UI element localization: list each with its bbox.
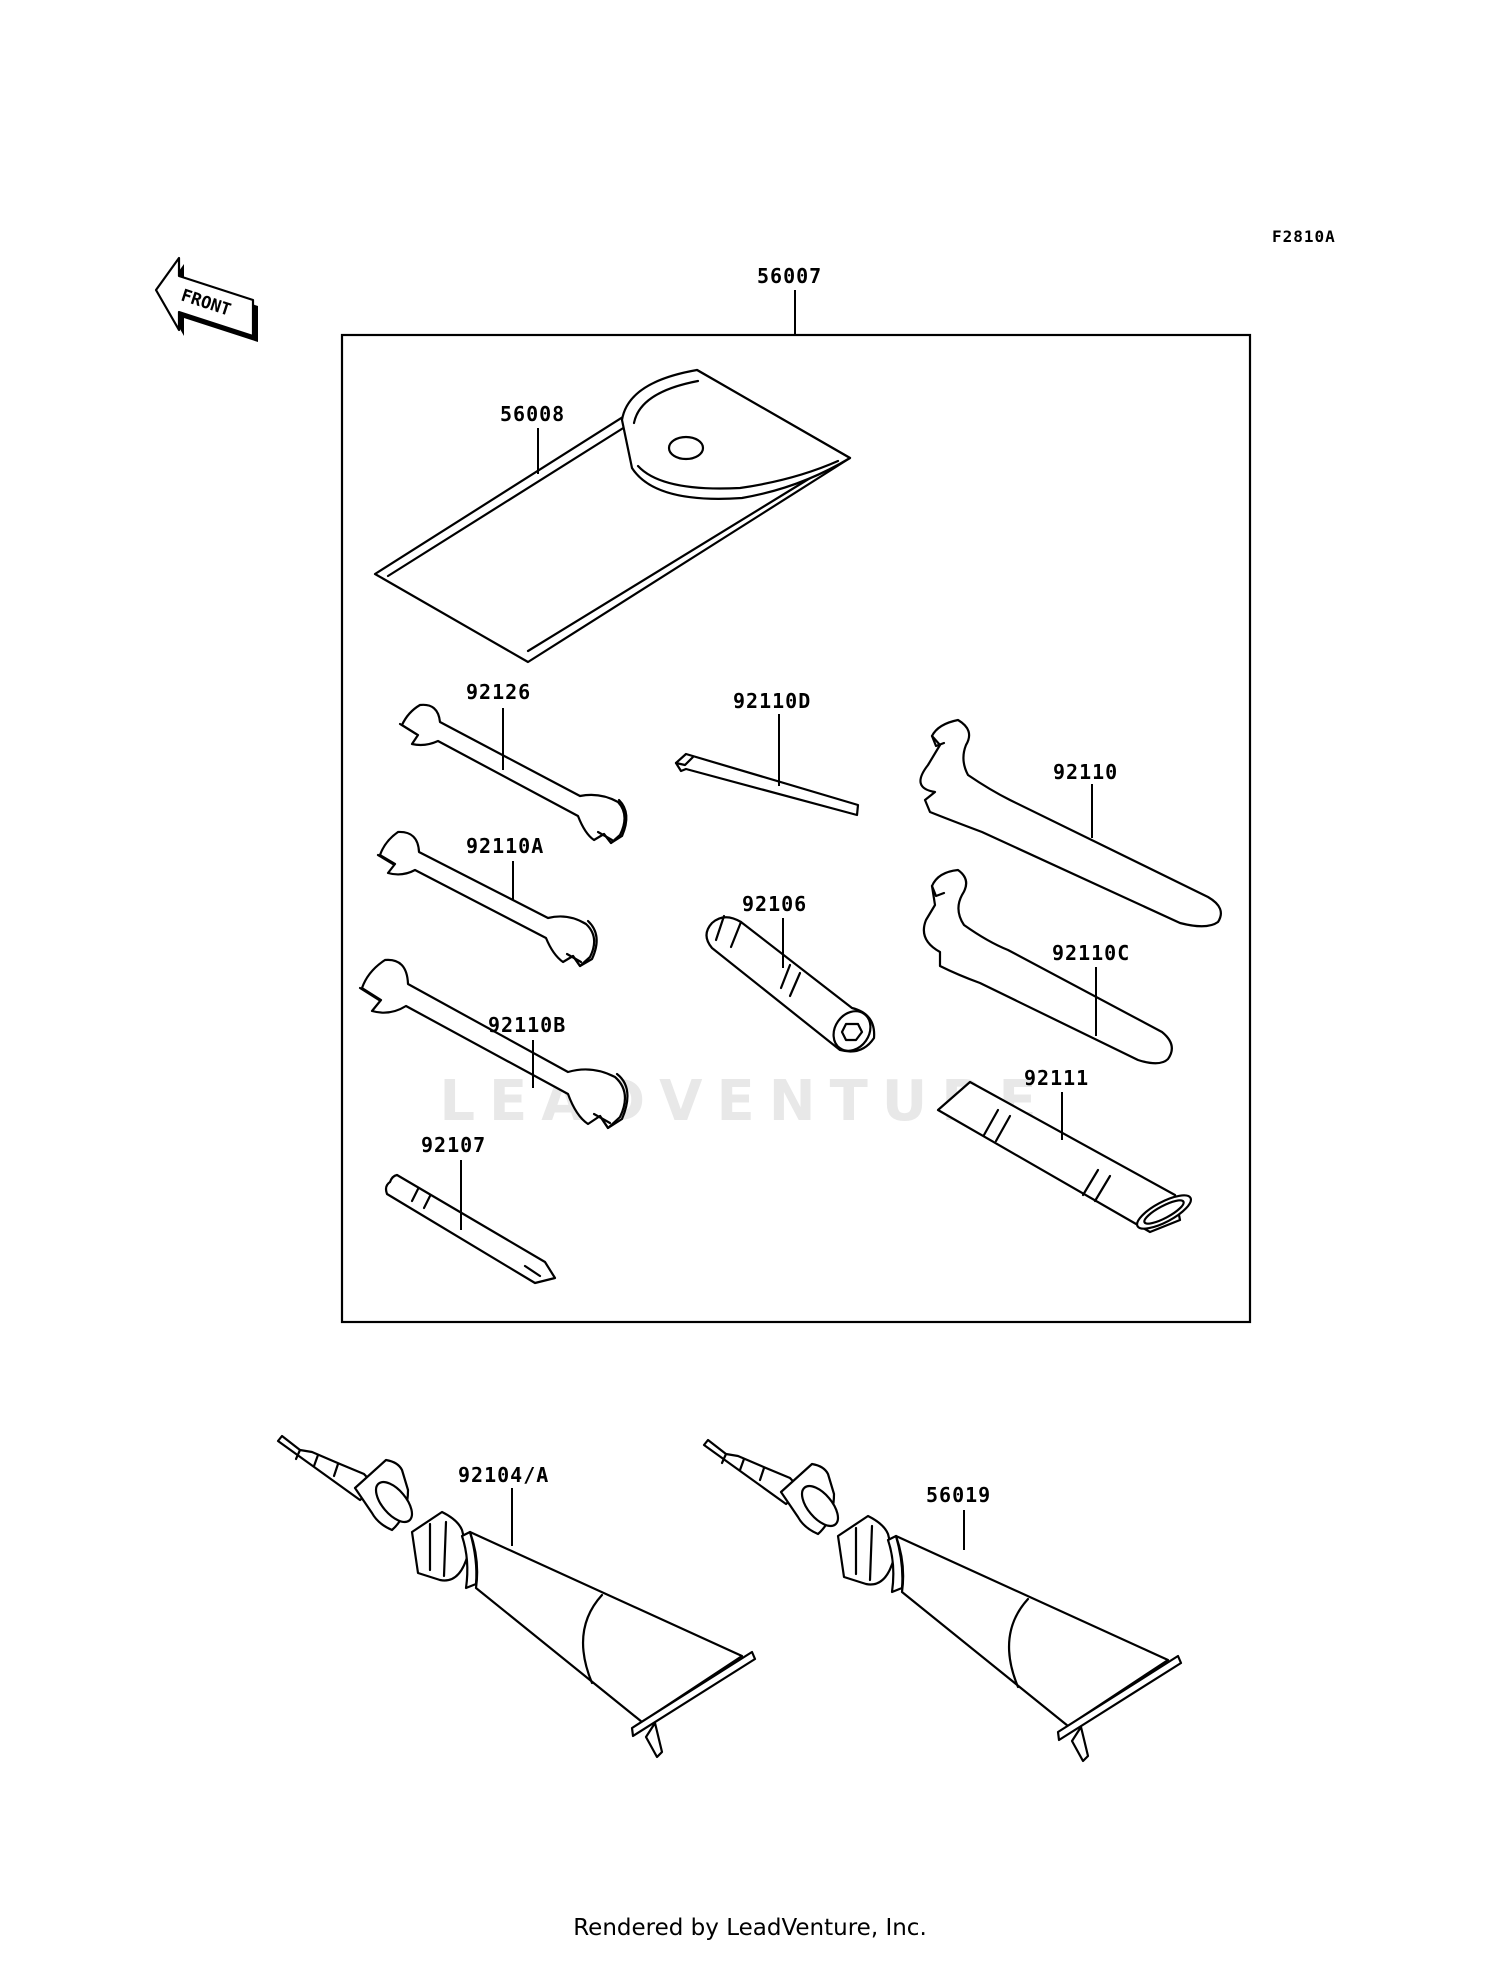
wrench-92110a <box>376 830 598 968</box>
tool-pouch <box>373 368 852 664</box>
figure-code: F2810A <box>1272 227 1336 246</box>
part-label-92110: 92110 <box>1053 760 1118 784</box>
wrench-92126 <box>398 703 628 845</box>
grease-tube-right <box>702 1438 1183 1763</box>
part-label-92110c: 92110C <box>1052 941 1130 965</box>
part-label-92104a: 92104/A <box>458 1463 549 1487</box>
socket-tool <box>705 914 876 1053</box>
watermark-text: LEADVENTURE <box>439 1069 1050 1134</box>
wrench-92110b <box>358 958 629 1130</box>
footer-credit: Rendered by LeadVenture, Inc. <box>573 1915 927 1941</box>
part-label-92126: 92126 <box>466 680 531 704</box>
part-label-56019: 56019 <box>926 1483 991 1507</box>
part-label-56008: 56008 <box>500 402 565 426</box>
part-label-92110d: 92110D <box>733 689 811 713</box>
grease-tube-left <box>276 1434 757 1759</box>
hex-key <box>674 752 860 817</box>
part-label-56007: 56007 <box>757 264 822 288</box>
front-arrow-icon: FRONT <box>154 256 258 342</box>
part-label-92110b: 92110B <box>488 1013 566 1037</box>
part-label-92106: 92106 <box>742 892 807 916</box>
spanner-92110c <box>922 868 1173 1065</box>
part-label-92107: 92107 <box>421 1133 486 1157</box>
part-label-92110a: 92110A <box>466 834 544 858</box>
spanner-92110 <box>919 718 1222 928</box>
screwdriver-bit <box>384 1173 557 1285</box>
part-label-92111: 92111 <box>1024 1066 1089 1090</box>
handle-tube <box>936 1080 1193 1234</box>
